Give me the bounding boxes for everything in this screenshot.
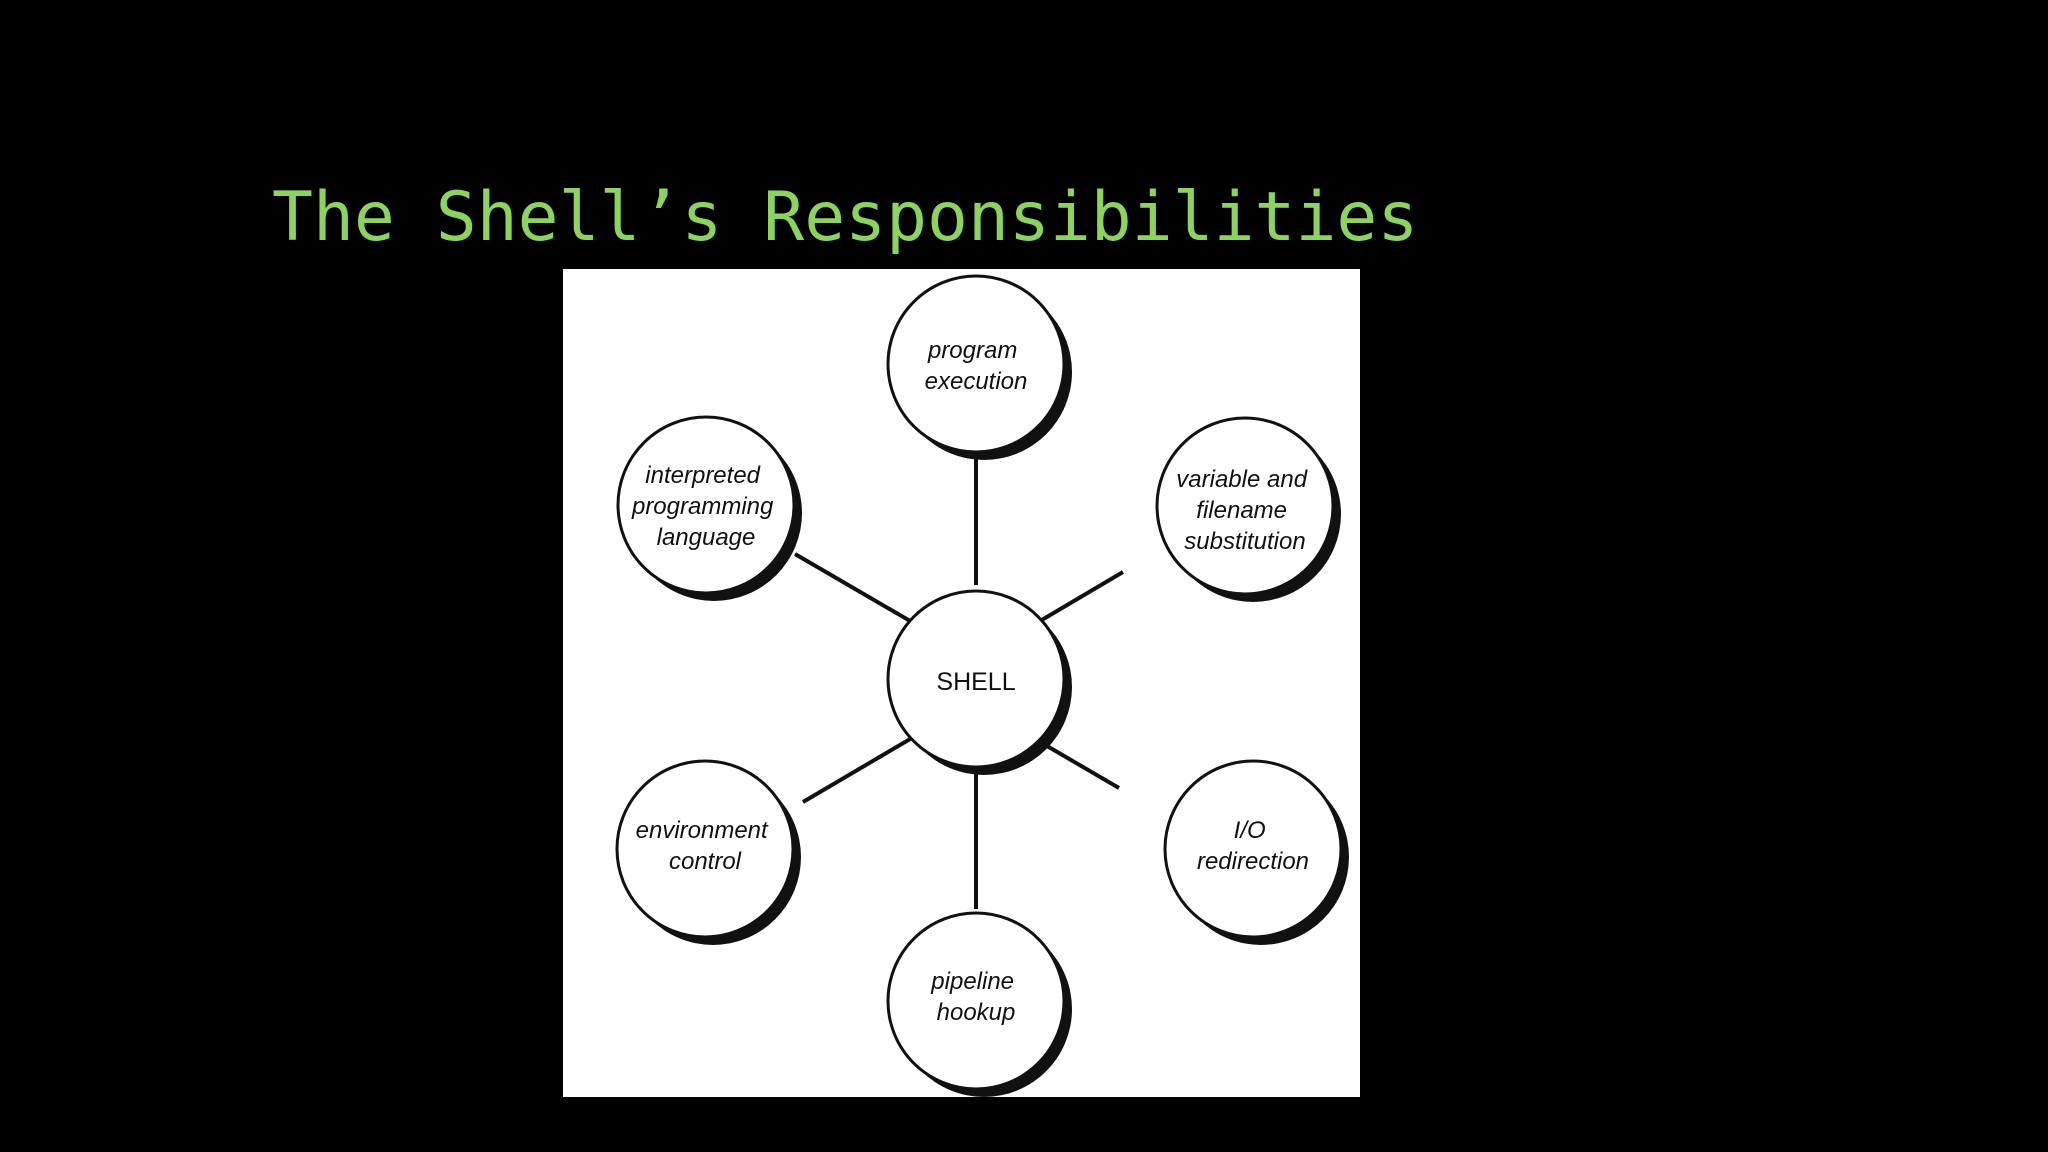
connector-io-redirection — [1033, 737, 1121, 790]
node-circle — [886, 274, 1066, 454]
node-shell-center: SHELL — [886, 589, 1072, 775]
shell-center-label: SHELL — [936, 668, 1015, 696]
slide-title: The Shell’s Responsibilities — [272, 178, 1419, 257]
node-io-redirection-label: I/O redirection — [1197, 817, 1309, 875]
node-circle — [886, 589, 1066, 769]
node-environment-control-label: environment control — [636, 817, 775, 875]
connector-interpreted-language — [793, 552, 919, 627]
node-program-execution: program execution — [886, 274, 1072, 460]
node-pipeline-hookup-label: pipeline hookup — [930, 968, 1020, 1026]
node-circle — [886, 911, 1066, 1091]
connector-lines — [793, 457, 1125, 909]
node-circle — [615, 759, 795, 939]
node-circle — [1155, 416, 1335, 596]
shell-diagram-figure: program execution variable and filename … — [563, 269, 1360, 1097]
node-interpreted-language-label: interpreted programming language — [631, 462, 780, 551]
node-io-redirection: I/O redirection — [1163, 759, 1349, 945]
node-pipeline-hookup: pipeline hookup — [886, 911, 1072, 1097]
shell-diagram: program execution variable and filename … — [615, 274, 1349, 1097]
node-interpreted-language: interpreted programming language — [616, 415, 802, 601]
node-circle — [616, 415, 796, 595]
node-program-execution-label: program execution — [925, 337, 1028, 395]
node-circle — [1163, 759, 1343, 939]
node-variable-substitution-label: variable and filename substitution — [1176, 466, 1313, 555]
connector-environment-control — [801, 733, 919, 804]
node-environment-control: environment control — [615, 759, 801, 945]
connector-variable-substitution — [1033, 570, 1125, 626]
node-variable-substitution: variable and filename substitution — [1155, 416, 1341, 602]
